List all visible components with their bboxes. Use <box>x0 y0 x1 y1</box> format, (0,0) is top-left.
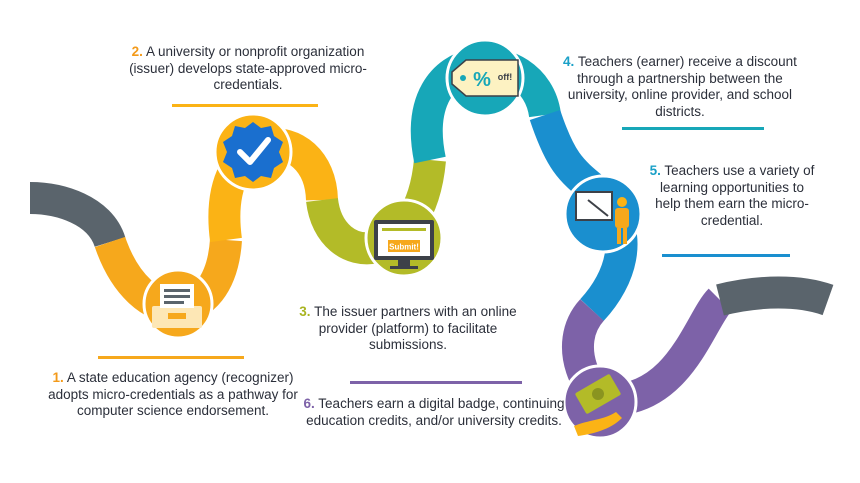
step-3-text: 3. The issuer partners with an online pr… <box>284 304 532 354</box>
off-label: off! <box>498 72 513 82</box>
step-4-number: 4. <box>563 54 575 69</box>
path-segment-gray <box>29 182 126 249</box>
step-4-description: Teachers (earner) receive a discount thr… <box>567 54 797 119</box>
submit-button-label: Submit! <box>389 243 419 252</box>
inbox-tray-icon <box>142 268 214 340</box>
step-4-text: 4. Teachers (earner) receive a discount … <box>560 54 800 120</box>
step-1-description: A state education agency (recognizer) ad… <box>48 370 298 418</box>
percent-sign: % <box>473 69 491 91</box>
step-2-description: A university or nonprofit organization (… <box>129 44 367 92</box>
money-hand-icon <box>562 364 638 440</box>
step-2-number: 2. <box>131 44 143 59</box>
step-6-text: 6. Teachers earn a digital badge, contin… <box>300 396 568 429</box>
step-3-description: The issuer partners with an online provi… <box>314 304 517 352</box>
path-segment-gray-end <box>716 276 834 316</box>
discount-tag-icon: % off! <box>445 38 525 118</box>
checkmark-badge-icon <box>213 112 293 192</box>
step-2-rule <box>172 104 318 107</box>
step-6-number: 6. <box>303 396 315 411</box>
computer-submit-icon: Submit! <box>364 198 444 278</box>
step-5-description: Teachers use a variety of learning oppor… <box>655 163 815 228</box>
teacher-board-icon <box>563 174 643 254</box>
step-1-rule <box>98 356 244 359</box>
step-4-rule <box>622 127 764 130</box>
step-6-description: Teachers earn a digital badge, continuin… <box>306 396 565 428</box>
step-1-text: 1. A state education agency (recognizer)… <box>48 370 298 420</box>
step-6-rule <box>350 381 522 384</box>
step-5-text: 5. Teachers use a variety of learning op… <box>646 163 818 229</box>
step-5-number: 5. <box>649 163 661 178</box>
step-3-number: 3. <box>299 304 311 319</box>
step-1-number: 1. <box>52 370 64 385</box>
step-5-rule <box>662 254 790 257</box>
step-2-text: 2. A university or nonprofit organizatio… <box>128 44 368 94</box>
